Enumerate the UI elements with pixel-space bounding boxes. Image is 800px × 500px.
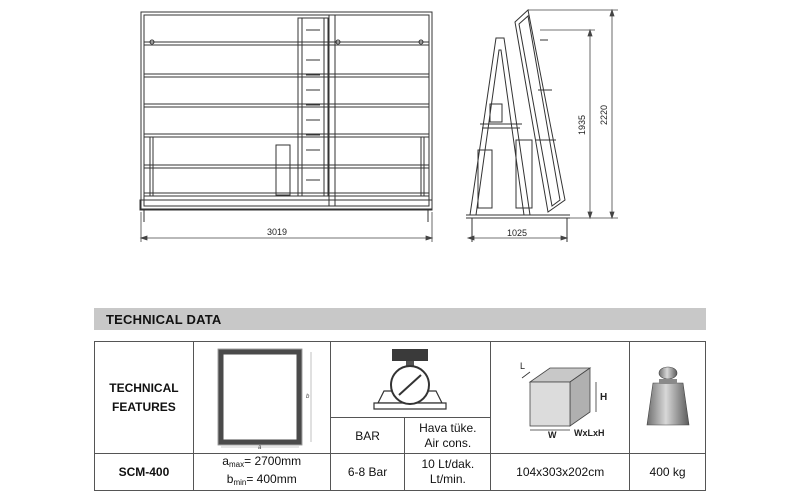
total-height-label: 2220 [599, 105, 609, 125]
air-header-line1: Hava tüke. [419, 420, 477, 435]
box-label-l: L [520, 361, 525, 371]
front-rungs [306, 29, 320, 181]
width-dimension-label: 3019 [267, 227, 287, 237]
dimensions-value: 104x303x202cm [490, 453, 631, 491]
frame-label-b: b [306, 394, 310, 400]
air-header-line2: Air cons. [424, 435, 472, 450]
technical-features-line1: TECHNICAL [109, 380, 179, 395]
box-label-h: H [600, 392, 607, 403]
pressure-gauge-icon-cell [329, 341, 492, 418]
front-view [139, 11, 433, 222]
inner-height-label: 1935 [577, 115, 587, 135]
depth-dimension [466, 235, 569, 241]
technical-data-table: TECHNICAL FEATURES b a [94, 341, 706, 491]
side-view [466, 9, 570, 242]
frame-size-icon-cell: b a [192, 341, 331, 454]
frame-size-values: amax= 2700mm bmin= 400mm [192, 453, 331, 491]
technical-drawing: 3019 1025 1935 2220 [139, 8, 618, 242]
box-label-wxlxh: WxLxH [574, 428, 605, 438]
dimensions-box-icon-cell: L H W WxLxH [490, 341, 631, 454]
section-title: TECHNICAL DATA [106, 312, 222, 327]
a-max-value: = 2700mm [244, 454, 302, 468]
weight-icon-cell [629, 341, 706, 454]
dimensions-box-icon: L H W WxLxH [520, 361, 607, 438]
frame-size-icon: b a [217, 348, 312, 450]
depth-dimension-label: 1025 [507, 228, 527, 238]
height-dimensions [528, 8, 618, 220]
width-dimension [139, 212, 434, 242]
table-row: SCM-400 amax= 2700mm bmin= 400mm 6-8 Bar… [94, 453, 706, 491]
model-name: SCM-400 [94, 453, 194, 491]
weight-value: 400 kg [629, 453, 706, 491]
box-label-w: W [548, 430, 557, 438]
frame-label-a: a [258, 445, 262, 450]
air-consumption-header: Hava tüke. Air cons. [404, 417, 492, 454]
bar-column-header: BAR [329, 417, 406, 454]
technical-features-header: TECHNICAL FEATURES [94, 341, 194, 454]
air-consumption-value: 10 Lt/dak. Lt/min. [404, 453, 492, 491]
technical-features-line2: FEATURES [112, 399, 176, 414]
pressure-gauge-icon [373, 348, 448, 410]
pressure-value: 6-8 Bar [329, 453, 406, 491]
weight-icon [646, 366, 689, 425]
b-min-value: = 400mm [246, 472, 297, 486]
section-header-bar [94, 308, 706, 330]
